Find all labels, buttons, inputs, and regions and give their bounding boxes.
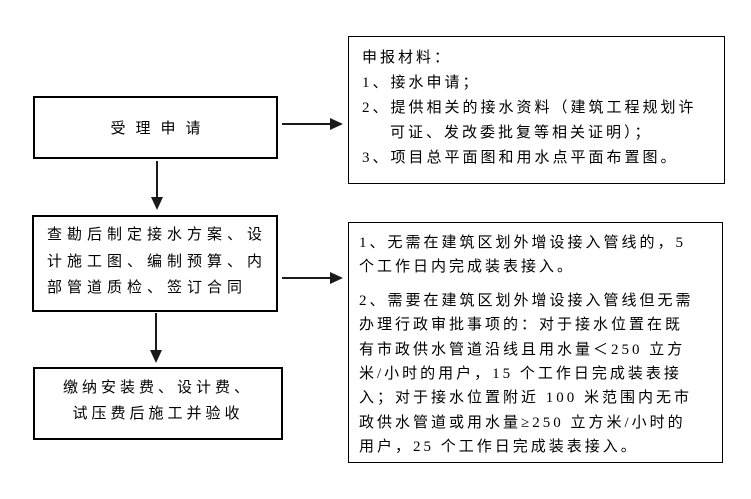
flow-arrow-survey-to-timelines-line <box>282 277 330 279</box>
note-application-materials: 申报材料： 1、接水申请； 2、提供相关的接水资料（建筑工程规划许 可证、发改委… <box>348 36 725 184</box>
node-payment-construction-acceptance: 缴纳安装费、设计费、 试压费后施工并验收 <box>33 367 283 440</box>
node-accept-application: 受理申请 <box>33 96 278 159</box>
node-survey-line: 计施工图、编制预算、内 <box>47 253 268 270</box>
arrowhead-right-icon <box>330 272 343 284</box>
note-timelines-line: 办理行政审批事项的：对于接水位置在既 <box>359 317 684 334</box>
node-survey-line: 部管道质检、签订合同 <box>47 280 248 296</box>
note-timelines-paragraph-1: 1、无需在建筑区划外增设接入管线的，5 个工作日内完成装表接入。 <box>359 231 718 280</box>
note-timelines-line: 米/小时的用户，15 个工作日完成装表接 <box>359 366 682 383</box>
note-materials-line: 3、项目总平面图和用水点平面布置图。 <box>362 150 679 166</box>
note-materials-line: 2、提供相关的接水资料（建筑工程规划许 <box>362 100 697 116</box>
note-timelines-line: 有市政供水管道沿线且用水量＜250 立方 <box>359 341 686 358</box>
flow-arrow-accept-to-survey-line <box>156 161 158 198</box>
node-accept-application-label: 受理申请 <box>110 121 211 137</box>
node-payment-line: 试压费后施工并验收 <box>72 406 244 422</box>
flow-arrow-survey-to-payment-line <box>155 313 157 351</box>
arrowhead-down-icon <box>150 350 162 363</box>
node-survey-design-contract: 查勘后制定接水方案、设 计施工图、编制预算、内 部管道质检、签订合同 <box>32 215 278 312</box>
note-timelines-line: 政供水管道或用水量≥250 立方米/小时的 <box>359 414 686 431</box>
node-survey-line: 查勘后制定接水方案、设 <box>47 227 268 243</box>
note-timelines-line: 入；对于接水位置附近 100 米范围内无市 <box>359 390 693 407</box>
note-materials-line: 可证、发改委批复等相关证明）； <box>390 125 653 141</box>
note-materials-line: 申报材料： <box>362 50 453 66</box>
note-timelines-line: 1、无需在建筑区划外增设接入管线的，5 <box>359 235 687 251</box>
arrowhead-right-icon <box>330 118 343 130</box>
note-timelines-paragraph-2: 2、需要在建筑区划外增设接入管线但无需 办理行政审批事项的：对于接水位置在既 有… <box>359 289 718 460</box>
note-connection-timelines: 1、无需在建筑区划外增设接入管线的，5 个工作日内完成装表接入。 2、需要在建筑… <box>348 222 723 463</box>
arrowhead-down-icon <box>151 197 163 210</box>
flow-arrow-accept-to-materials-line <box>282 123 330 125</box>
note-timelines-line: 2、需要在建筑区划外增设接入管线但无需 <box>359 292 694 309</box>
note-materials-line: 1、接水申请； <box>362 75 481 91</box>
note-timelines-line: 个工作日内完成装表接入。 <box>359 259 576 276</box>
node-payment-line: 缴纳安装费、设计费、 <box>62 380 253 396</box>
note-timelines-line: 用户，25 个工作日完成装表接入。 <box>359 439 639 456</box>
